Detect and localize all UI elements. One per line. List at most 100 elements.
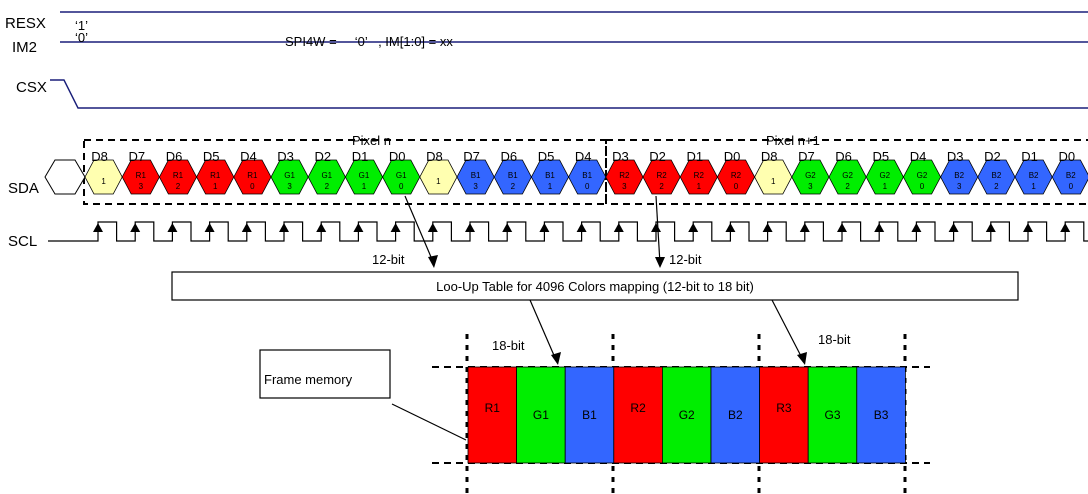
sda-bit-code: R2 — [731, 171, 742, 180]
sda-bit-shape — [1051, 159, 1088, 195]
frame-memory-cell: G1 — [516, 366, 566, 464]
sda-bit-number: D8 — [91, 149, 108, 164]
scl-edge-arrow — [130, 223, 141, 232]
sda-bit-code: B1 — [545, 171, 555, 180]
sda-bit-index: 2 — [511, 182, 516, 191]
arrow-to-lut-right-head — [655, 257, 665, 268]
frame-memory-cell-label: G3 — [824, 408, 840, 422]
sda-bit-index: 3 — [808, 182, 813, 191]
mode-setting-text: SPI4W = ‘0’ , IM[1:0] = xx — [285, 34, 453, 49]
scl-edge-arrow — [539, 223, 550, 232]
sda-bit-number: D3 — [612, 149, 629, 164]
sda-bit-code: G2 — [842, 171, 853, 180]
sda-bit-index: 0 — [399, 182, 404, 191]
scl-edge-arrow — [651, 223, 661, 232]
sda-bit-number: D5 — [538, 149, 555, 164]
sda-idle-cell — [44, 159, 86, 195]
scl-edge-arrow — [799, 223, 810, 232]
sda-bit-index: 1 — [883, 182, 888, 191]
sda-bit-index: 0 — [585, 182, 590, 191]
sda-bit-code: B1 — [471, 171, 481, 180]
frame-memory-cell: G3 — [807, 366, 858, 464]
frame-memory-cell-fill — [710, 366, 760, 464]
sda-bit-code: B2 — [1066, 171, 1076, 180]
frame-memory-cell-fill — [856, 366, 906, 464]
sda-bit-cells: D81D7R13D6R12D5R11D4R10D3G13D2G12D1G11D0… — [84, 149, 1088, 195]
sda-bit-index: 2 — [845, 182, 850, 191]
sda-bit-index: 3 — [139, 182, 144, 191]
scl-edge-arrow — [93, 223, 103, 232]
scl-edge-arrow — [502, 223, 513, 232]
arrow-to-lut-left — [404, 195, 435, 265]
sda-bit-number: D5 — [872, 149, 889, 164]
scl-edge-arrow — [465, 223, 475, 232]
frame-input-right-label: 18-bit — [818, 332, 851, 347]
sda-bit-code: R1 — [210, 171, 221, 180]
sda-bit-index: 1 — [548, 182, 553, 191]
sda-bit-number: D6 — [500, 149, 517, 164]
sda-bit-number: D8 — [761, 149, 778, 164]
lut-input-right-label: 12-bit — [669, 252, 702, 267]
sda-bit-number: D1 — [686, 149, 703, 164]
sda-bit-number: D2 — [314, 149, 331, 164]
frame-memory-cell: B1 — [564, 366, 615, 464]
arrow-to-lut-right — [655, 195, 661, 265]
frame-memory-cell: R2 — [613, 366, 663, 464]
sda-bit-code: R1 — [136, 171, 147, 180]
sda-bit-index: 2 — [994, 182, 999, 191]
sda-bit-code: B1 — [582, 171, 592, 180]
sda-bit-code: G1 — [321, 171, 332, 180]
scl-edge-arrow — [576, 223, 587, 232]
sda-bit-index: 1 — [1031, 182, 1036, 191]
sda-bit-index: 0 — [920, 182, 925, 191]
sda-bit-index: 2 — [325, 182, 330, 191]
sda-label: SDA — [8, 180, 39, 197]
sda-bit-index: 0 — [1069, 182, 1074, 191]
arrow-to-frame-left-head — [551, 352, 561, 365]
frame-memory-cell-fill — [759, 366, 809, 464]
im2-value: ‘0’ — [75, 30, 88, 45]
scl-edge-arrow — [427, 223, 438, 232]
sda-bit-number: D0 — [1058, 149, 1075, 164]
lut-label: Loo-Up Table for 4096 Colors mapping (12… — [436, 279, 754, 294]
scl-edge-arrow — [948, 223, 959, 232]
sda-bit-code: R1 — [173, 171, 184, 180]
frame-memory-cell-fill — [564, 366, 615, 464]
frame-memory-cell: B2 — [710, 366, 760, 464]
scl-edge-arrow — [390, 223, 401, 232]
scl-edge-arrow — [874, 223, 885, 232]
sda-bit-cell: D81 — [84, 149, 123, 195]
scl-edge-arrow — [911, 223, 922, 232]
sda-bit-number: D7 — [463, 149, 480, 164]
sda-bit-code: G1 — [359, 171, 370, 180]
sda-bit-number: D4 — [910, 149, 927, 164]
sda-bit-number: D6 — [835, 149, 852, 164]
sda-bit-cell: D8 1 — [754, 149, 793, 195]
sda-bit-code: G1 — [396, 171, 407, 180]
frame-memory-pointer — [391, 403, 467, 441]
sda-bit-code: R2 — [619, 171, 630, 180]
sda-bit-number: D2 — [984, 149, 1001, 164]
scl-edge-arrow — [241, 223, 252, 232]
scl-edge-arrow — [279, 223, 289, 232]
scl-edge-arrow — [167, 223, 178, 232]
scl-clock-waveform — [48, 221, 1088, 242]
sda-bit-index: 2 — [659, 182, 664, 191]
sda-bit-number: D7 — [128, 149, 145, 164]
frame-memory-label: Frame memory — [264, 372, 353, 387]
sda-bit-code: 1 — [771, 177, 776, 186]
